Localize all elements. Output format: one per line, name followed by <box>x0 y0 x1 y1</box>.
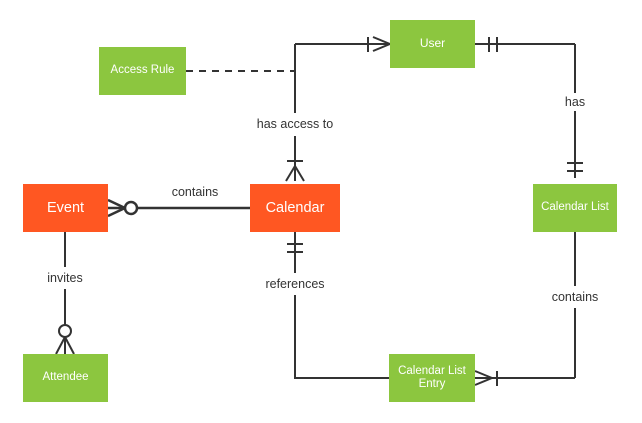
crowfoot-attendee-right <box>64 336 75 355</box>
entity-access-rule-label: Access Rule <box>110 64 175 77</box>
entity-event-label: Event <box>46 199 85 216</box>
entity-calendar-label: Calendar <box>265 199 325 216</box>
optional-circle-attendee <box>58 324 72 338</box>
entity-calendar[interactable]: Calendar <box>250 184 340 232</box>
crowfoot-entry-upper <box>474 370 493 379</box>
crowfoot-entry-lower <box>474 377 493 386</box>
entity-attendee-label: Attendee <box>42 371 89 384</box>
crowfoot-user-left-upper <box>372 36 391 45</box>
connector-calendar-references-lower <box>294 295 389 379</box>
crowfoot-calendar-top-right <box>294 165 305 182</box>
relationship-label-has-access-to: has access to <box>256 117 334 131</box>
relationship-label-references: references <box>265 277 325 291</box>
entity-calendar-list-entry[interactable]: Calendar List Entry <box>389 354 475 402</box>
crowfoot-event-lower <box>107 206 126 218</box>
optional-circle-event <box>123 200 139 216</box>
entity-user[interactable]: User <box>390 20 475 68</box>
relationship-label-contains-calendar-list: contains <box>551 290 599 304</box>
crowfoot-attendee-left <box>55 336 66 355</box>
relationship-label-contains-event-calendar: contains <box>171 185 219 199</box>
entity-calendar-list[interactable]: Calendar List <box>533 184 617 232</box>
crowfoot-calendar-top-left <box>285 165 296 182</box>
entity-calendar-list-entry-label: Calendar List Entry <box>398 364 466 390</box>
entity-attendee[interactable]: Attendee <box>23 354 108 402</box>
crowfoot-user-left-lower <box>372 43 391 52</box>
relationship-label-has: has <box>564 95 586 109</box>
entity-access-rule[interactable]: Access Rule <box>99 47 186 95</box>
crowfoot-event-upper <box>107 198 126 210</box>
entity-user-label: User <box>419 36 446 51</box>
relationship-label-invites: invites <box>47 271 83 285</box>
entity-calendar-list-label: Calendar List <box>541 201 609 214</box>
entity-event[interactable]: Event <box>23 184 108 232</box>
